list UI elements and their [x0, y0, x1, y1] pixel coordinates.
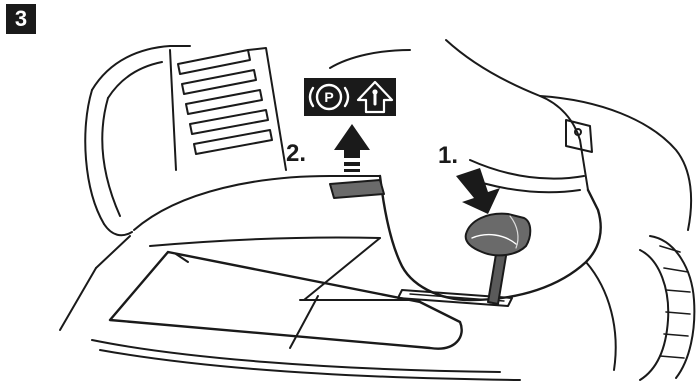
- vent-grille: [170, 48, 286, 170]
- forward-lever: [330, 180, 384, 198]
- push-forward-arrow-icon: [334, 124, 370, 177]
- step-1-label: 1.: [438, 144, 458, 168]
- svg-text:P: P: [324, 89, 333, 105]
- parking-brake-lever: [466, 214, 531, 304]
- step-number-badge: 3: [6, 4, 36, 34]
- right-body-and-wheel: [540, 96, 694, 380]
- press-down-arrow-icon: [456, 168, 500, 214]
- lever-up-icon: [354, 78, 396, 116]
- parking-brake-icon: P: [304, 78, 354, 116]
- foot-plate: [92, 252, 520, 380]
- step-2-label: 2.: [286, 142, 306, 166]
